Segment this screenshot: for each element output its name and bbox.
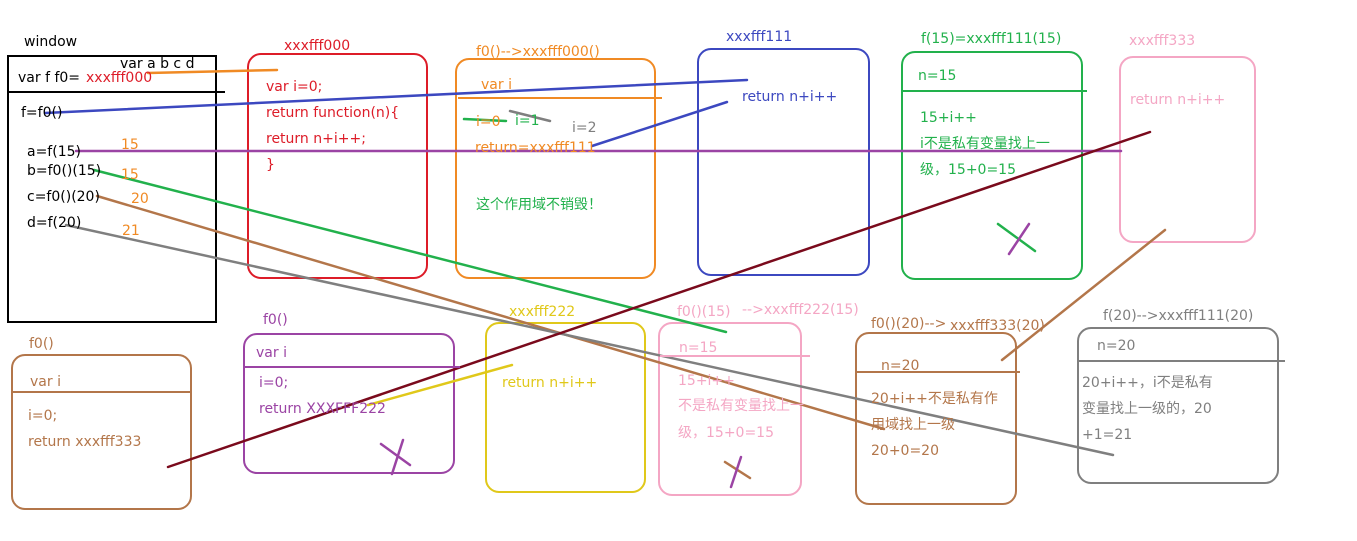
scope-f0-20-title-suffix: xxxfff333(20)	[950, 318, 1045, 334]
heap-222-title: xxxfff222	[509, 304, 576, 320]
scope-f15-separator	[903, 90, 1087, 92]
scope-f0-purple-line: i=0;	[259, 375, 289, 391]
window-line: f=f0()	[21, 105, 63, 121]
scope-f0-15-n: n=15	[679, 340, 718, 356]
scope-f15-n: n=15	[918, 68, 957, 84]
scope-f0-15-calc-line: 级，15+0=15	[678, 425, 774, 441]
scope-f20-title: f(20)-->xxxfff111(20)	[1103, 308, 1254, 324]
scope-f15-calc-line: 级，15+0=15	[920, 162, 1016, 178]
heap-111-box	[697, 48, 870, 276]
heap-000-code-line: var i=0;	[266, 79, 323, 95]
scope-f15-title: f(15)=xxxfff111(15)	[921, 31, 1062, 47]
window-result: 20	[131, 191, 149, 207]
scope-f0-call1-return: return=xxxfff111	[475, 140, 596, 156]
scope-f0-brown-title: f0()	[29, 336, 54, 352]
scope-f20-calc-line: 变量找上一级的，20	[1082, 401, 1212, 417]
scope-f0-purple-separator	[245, 366, 460, 368]
scope-f0-brown-var: var i	[30, 374, 61, 390]
window-decl-prefix: var f f0=	[18, 70, 81, 86]
window-decl-addr: xxxfff000	[86, 70, 153, 86]
scope-f0-15-calc-line: 不是私有变量找上一	[678, 398, 804, 414]
window-line: c=f0()(20)	[27, 189, 100, 205]
window-result: 21	[122, 223, 140, 239]
scope-f0-brown-separator	[13, 391, 192, 393]
scope-f0-call1-var: var i	[481, 77, 512, 93]
heap-333-title: xxxfff333	[1129, 33, 1196, 49]
heap-000-title: xxxfff000	[284, 38, 351, 54]
heap-222-box	[485, 322, 646, 493]
heap-000-code-line: }	[266, 157, 275, 173]
window-vars: var a b c d	[120, 56, 195, 72]
heap-000-code-line: return function(n){	[266, 105, 400, 121]
scope-f0-20-calc-line: 20+0=20	[871, 443, 939, 459]
window-separator	[7, 91, 225, 93]
heap-333-box	[1119, 56, 1256, 243]
window-line: d=f(20)	[27, 215, 82, 231]
window-result: 15	[121, 167, 139, 183]
heap-111-code: return n+i++	[742, 89, 838, 105]
scope-f15-calc-line: 15+i++	[920, 110, 977, 126]
heap-333-code: return n+i++	[1130, 92, 1226, 108]
scope-f0-purple-title: f0()	[263, 312, 288, 328]
scope-f0-brown-line: return xxxfff333	[28, 434, 142, 450]
scope-f0-call1-i1: i=1	[515, 113, 540, 129]
window-line: a=f(15)	[27, 144, 81, 160]
scope-f0-call1-i2: i=2	[572, 120, 597, 136]
scope-f0-purple-var: var i	[256, 345, 287, 361]
scope-f0-15-title: f0()(15)	[677, 304, 731, 320]
scope-f0-20-n: n=20	[881, 358, 920, 374]
window-label: window	[24, 34, 78, 50]
scope-f0-20-title: f0()(20)-->	[871, 316, 947, 332]
scope-f20-calc-line: 20+i++，i不是私有	[1082, 375, 1213, 391]
window-result: 15	[121, 137, 139, 153]
scope-f0-15-title-suffix: -->xxxfff222(15)	[742, 302, 859, 318]
scope-f0-call1-title: f0()-->xxxfff000()	[476, 44, 600, 60]
scope-f20-n: n=20	[1097, 338, 1136, 354]
scope-f0-call1-separator	[458, 97, 662, 99]
scope-f0-brown-line: i=0;	[28, 408, 58, 424]
window-line: b=f0()(15)	[27, 163, 102, 179]
scope-f20-separator	[1079, 360, 1285, 362]
scope-f0-call1-i0: i=0	[476, 114, 501, 130]
scope-f0-purple-line: return XXXFFF222	[259, 401, 386, 417]
scope-f0-call1-note: 这个作用域不销毁！	[476, 197, 602, 213]
scope-f0-20-calc-line: 用域找上一级	[871, 417, 955, 433]
scope-f15-calc-line: i不是私有变量找上一	[920, 136, 1050, 152]
scope-f20-calc-line: +1=21	[1082, 427, 1133, 443]
heap-000-code-line: return n+i++;	[266, 131, 366, 147]
heap-222-code: return n+i++	[502, 375, 598, 391]
scope-f0-20-calc-line: 20+i++不是私有作	[871, 391, 998, 407]
scope-f0-15-calc-line: 15+i++	[678, 373, 735, 389]
heap-111-title: xxxfff111	[726, 29, 793, 45]
